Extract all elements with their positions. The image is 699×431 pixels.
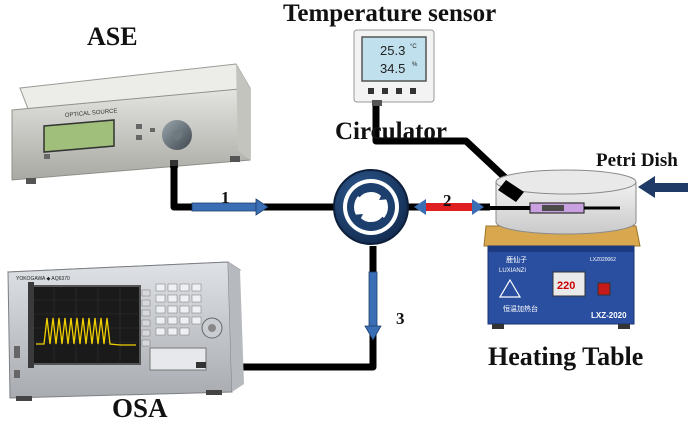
osa-keypad [155, 283, 202, 336]
port-2-label: 2 [443, 191, 452, 210]
osa-device: YOKOGAWA ◆ AQ6370 [6, 261, 244, 401]
ase-panel-text: OPTICAL SOURCE [65, 108, 118, 119]
warning-icon [498, 278, 522, 298]
port-3-label: 3 [396, 309, 405, 328]
fiber-sensor-cable [372, 102, 517, 189]
osa-spectrum-trace [36, 317, 136, 346]
osa-screen [31, 285, 141, 365]
petri-dish-arrow-icon [638, 176, 688, 198]
heater-brand-cn: 鹿仙子 [506, 255, 527, 264]
ase-device: OPTICAL SOURCE [11, 63, 251, 184]
port-1-label: 1 [221, 188, 230, 207]
port-3-arrow-icon [364, 271, 382, 341]
sensor-temperature-value: 25.3 [380, 43, 405, 58]
sensor-humidity-unit: % [412, 62, 418, 68]
petri-dish [490, 169, 637, 235]
port-1-arrow-icon [191, 198, 269, 216]
temperature-sensor-device: 25.3 °C 34.5 % [353, 29, 435, 106]
osa-label: OSA [112, 393, 168, 423]
heating-table-device: 鹿仙子 LUXIANZI LXZ020062 恒温加热台 220 LXZ-202… [483, 225, 641, 329]
ase-label: ASE [87, 22, 138, 51]
circulator-icon [333, 169, 409, 245]
sensor-temperature-unit: °C [410, 44, 417, 50]
heater-code: LXZ020062 [590, 257, 616, 263]
petri-dish-label: Petri Dish [596, 150, 678, 171]
heater-display-value: 220 [557, 280, 575, 292]
power-switch-icon [597, 282, 611, 296]
heating-table-label: Heating Table [488, 342, 644, 371]
heater-model: LXZ-2020 [591, 311, 627, 320]
port-2-bidirectional-arrow-icon [414, 199, 484, 215]
fiber-ase-circulator [170, 166, 338, 211]
temperature-sensor-label: Temperature sensor [283, 0, 497, 27]
osa-brand: YOKOGAWA ◆ AQ6370 [16, 276, 70, 282]
heater-brand: LUXIANZI [499, 268, 526, 274]
circulator-label: Circulator [335, 118, 448, 145]
heater-caption-cn: 恒温加热台 [503, 304, 538, 313]
sensor-humidity-value: 34.5 [380, 61, 405, 76]
